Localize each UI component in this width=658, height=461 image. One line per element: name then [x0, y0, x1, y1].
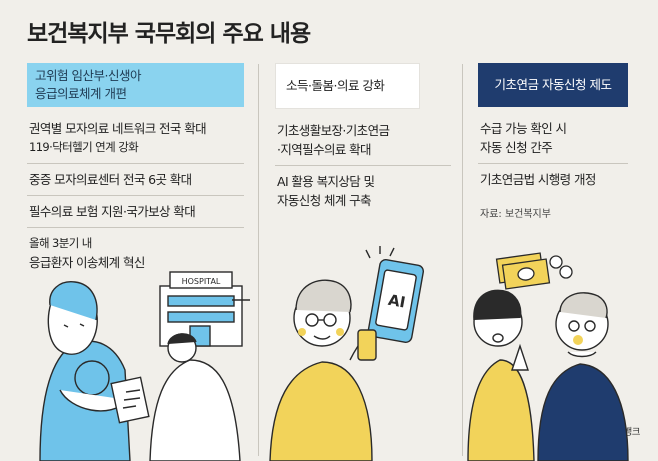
column-welfare: 소득·돌봄·의료 강화 기초생활보장·기초연금 ·지역필수의료 확대 AI 활용…	[275, 63, 451, 216]
column-header-pension: 기초연금 자동신청 제도	[478, 63, 628, 107]
list-item: 올해 3분기 내 응급환자 이송체계 혁신	[29, 236, 145, 270]
list-item: AI 활용 복지상담 및 자동신청 체계 구축	[277, 174, 375, 208]
phone-ai-label: AI	[387, 291, 407, 312]
page-title: 보건복지부 국무회의 주요 내용	[27, 21, 311, 47]
list-item: 필수의료 보험 지원·국가보상 확대	[27, 196, 244, 228]
elderly-phone-illustration: AI	[269, 246, 425, 461]
column-divider-1	[258, 64, 259, 456]
money-illustration	[495, 252, 573, 290]
doctor-illustration	[110, 333, 241, 461]
hospital-illustration: HOSPITAL	[159, 271, 250, 347]
column-header-emergency-care: 고위험 임산부·신생아 응급의료체계 개편	[27, 63, 244, 107]
column-emergency-care: 고위험 임산부·신생아 응급의료체계 개편 권역별 모자의료 네트워크 전국 확…	[27, 63, 244, 278]
column-pension: 기초연금 자동신청 제도 수급 가능 확인 시 자동 신청 간주 기초연금법 시…	[478, 63, 628, 220]
list-item: 중증 모자의료센터 전국 6곳 확대	[27, 164, 244, 196]
woman-praying-illustration	[467, 289, 535, 461]
source-note: 자료: 보건복지부	[480, 209, 551, 220]
list-item: 기초생활보장·기초연금 ·지역필수의료 확대	[275, 115, 451, 166]
elderly-man-illustration	[537, 292, 629, 461]
column-divider-2	[462, 64, 463, 456]
column-header-welfare: 소득·돌봄·의료 강화	[275, 63, 420, 109]
list-item: 수급 가능 확인 시 자동 신청 간주	[478, 113, 628, 164]
list-item: 권역별 모자의료 네트워크 전국 확대 119·닥터헬기 연계 강화	[27, 113, 244, 164]
hospital-sign-text: HOSPITAL	[182, 277, 221, 286]
mother-baby-illustration	[39, 281, 131, 461]
list-item: 기초연금법 시행령 개정	[480, 172, 596, 187]
